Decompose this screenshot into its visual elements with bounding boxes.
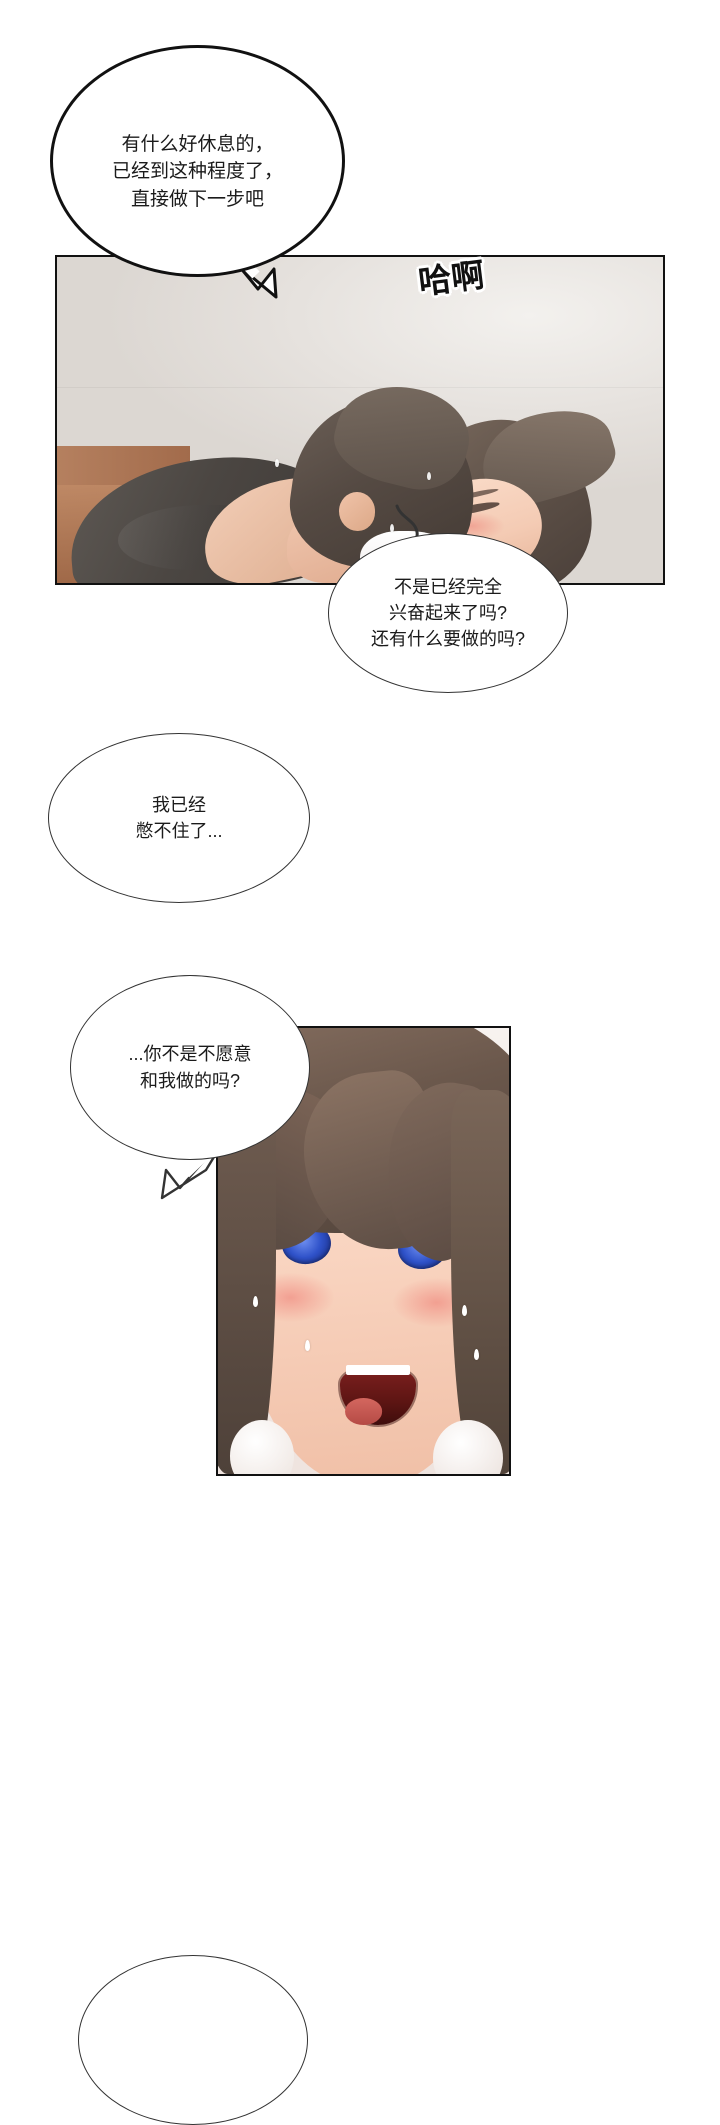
wall-line [57, 387, 663, 389]
panel-1 [55, 255, 665, 585]
sweat-drop [305, 1340, 311, 1352]
sweat-drop [390, 524, 395, 533]
bubble-5[interactable] [78, 1955, 308, 2125]
bubble-1-text: 有什么好休息的， 已经到这种程度了， 直接做下一步吧 [111, 133, 283, 210]
bubble-4[interactable]: ...你不是不愿意 和我做的吗? [70, 975, 310, 1160]
sweat-drop [275, 459, 280, 468]
girl-hair-side-right [450, 1090, 509, 1474]
hand-left [229, 1420, 294, 1474]
bubble-4-text: ...你不是不愿意 和我做的吗? [128, 1044, 252, 1091]
sweat-drop [426, 472, 431, 481]
man-ear [338, 491, 376, 531]
girl-teeth [346, 1364, 411, 1376]
bubble-3[interactable]: 我已经 憋不住了... [48, 733, 310, 903]
sweat-drop [462, 1304, 468, 1316]
sweat-drop [252, 1295, 258, 1307]
sweat-drop [474, 1349, 480, 1361]
bubble-1[interactable]: 有什么好休息的， 已经到这种程度了， 直接做下一步吧 [50, 45, 345, 277]
girl-tongue [344, 1398, 383, 1425]
bubble-2[interactable]: 不是已经完全 兴奋起来了吗? 还有什么要做的吗? [328, 533, 568, 693]
girl-hair-side-left [218, 1099, 277, 1474]
tail-shape [160, 1132, 230, 1200]
hand-right [433, 1420, 504, 1474]
sfx-haa: 哈啊 [416, 256, 487, 301]
bubble-3-text: 我已经 憋不住了... [135, 794, 223, 841]
bubble-2-text: 不是已经完全 兴奋起来了吗? 还有什么要做的吗? [370, 576, 525, 650]
comic-page: 哈啊 有什么好休息的， 已经到这种程度了， 直接做下一步吧 [48, 45, 665, 2125]
